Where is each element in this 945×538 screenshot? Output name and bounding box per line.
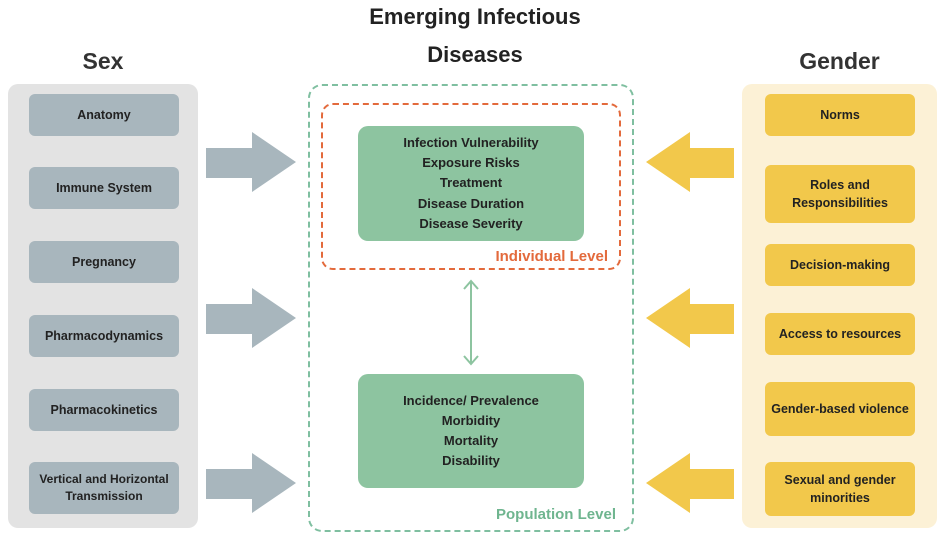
sex-item-anatomy: Anatomy — [29, 94, 179, 136]
individual-item: Disease Duration — [417, 195, 525, 211]
sex-title: Sex — [82, 48, 124, 74]
gender-item-roles: Roles and Responsibilities — [765, 165, 915, 223]
population-level-box: Incidence/ Prevalence Morbidity Mortalit… — [358, 374, 584, 488]
gender-arrow-bottom — [646, 453, 734, 513]
sex-panel — [8, 84, 198, 528]
gender-arrow-middle — [646, 288, 734, 348]
sex-item-pharmacokinetics: Pharmacokinetics — [29, 389, 179, 431]
diagram-title-line2: Diseases — [427, 42, 523, 67]
sex-item-transmission: Vertical and Horizontal Transmission — [29, 462, 179, 514]
gender-panel — [742, 84, 937, 528]
sex-item-pharmacodynamics: Pharmacodynamics — [29, 315, 179, 357]
gender-item-gender-based-violence: Gender-based violence — [765, 382, 915, 436]
population-item: Mortality — [443, 433, 499, 448]
population-item: Morbidity — [441, 412, 501, 428]
individual-level-box: Infection Vulnerability Exposure Risks T… — [358, 126, 584, 241]
gender-item-access-resources: Access to resources — [765, 313, 915, 355]
individual-item: Treatment — [439, 175, 503, 191]
population-item: Incidence/ Prevalence — [403, 392, 539, 408]
sex-item-immune-system: Immune System — [29, 167, 179, 209]
gender-item-decision-making: Decision-making — [765, 244, 915, 286]
sex-item-pregnancy: Pregnancy — [29, 241, 179, 283]
sex-arrow-top — [206, 132, 296, 192]
individual-item: Disease Severity — [419, 215, 523, 231]
individual-item: Exposure Risks — [422, 155, 520, 171]
individual-level-label: Individual Level — [495, 248, 608, 265]
diagram-title-line1: Emerging Infectious — [369, 4, 581, 29]
sex-arrow-middle — [206, 288, 296, 348]
individual-item: Infection Vulnerability — [403, 135, 539, 151]
gender-title: Gender — [799, 48, 880, 74]
population-level-label: Population Level — [495, 506, 616, 523]
individual-level-frame — [321, 103, 621, 270]
gender-arrow-top — [646, 132, 734, 192]
population-item: Disability — [442, 453, 500, 469]
gender-item-sexual-gender-minorities: Sexual and gender minorities — [765, 462, 915, 516]
sex-arrow-bottom — [206, 453, 296, 513]
gender-item-norms: Norms — [765, 94, 915, 136]
double-arrow-connector — [463, 279, 479, 366]
population-level-frame — [308, 84, 634, 532]
